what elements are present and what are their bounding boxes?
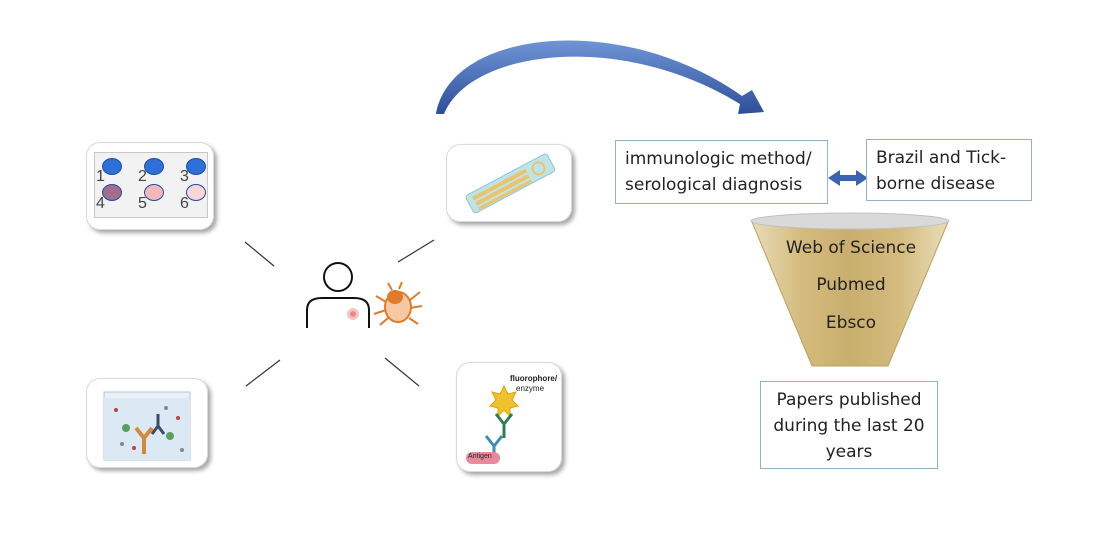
antibody-diagram-icon — [466, 384, 519, 464]
plate-label-4: 4 — [96, 195, 105, 212]
database-ebsco: Ebsco — [825, 313, 877, 333]
test-strip-icon — [465, 153, 556, 214]
dot-2 — [144, 158, 164, 175]
ifa-label-bottom: enzyme — [516, 384, 545, 393]
ifa-tile: fluorophore/ enzyme Antigen — [456, 362, 562, 472]
database-pubmed: Pubmed — [816, 275, 886, 295]
method-line-2: serological diagnosis — [625, 175, 803, 195]
double-arrow — [828, 170, 868, 186]
tick-icon — [373, 281, 423, 326]
solution-tile — [86, 378, 208, 468]
method-box: immunologic method/ serological diagnosi… — [615, 140, 828, 204]
method-line-1: immunologic method/ — [625, 149, 812, 169]
dot-1 — [102, 158, 122, 175]
plate-label-5: 5 — [138, 195, 147, 212]
plate-label-2: 2 — [138, 168, 147, 185]
lateral-flow-tile — [446, 144, 572, 222]
connector-line — [384, 357, 420, 387]
output-line-1: Papers published — [776, 390, 922, 410]
antigen-label: Antigen — [468, 453, 492, 460]
dot-4 — [102, 184, 122, 201]
plate-label-1: 1 — [96, 168, 105, 185]
output-line-2: during the last 20 — [773, 416, 925, 436]
plate-label-6: 6 — [180, 195, 189, 212]
topic-line-1: Brazil and Tick- — [876, 148, 1007, 168]
dot-plate-tile: 1 2 3 4 5 6 — [86, 142, 214, 230]
output-box: Papers published during the last 20 year… — [760, 381, 938, 469]
connector-line — [245, 359, 281, 387]
ifa-label-top: fluorophore/ — [510, 374, 558, 383]
patient-icon — [306, 262, 370, 328]
dot-5 — [144, 184, 164, 201]
funnel — [750, 212, 950, 367]
database-web-of-science: Web of Science — [785, 238, 917, 258]
plate-label-3: 3 — [180, 168, 189, 185]
output-line-3: years — [825, 442, 873, 462]
dot-3 — [186, 158, 206, 175]
topic-line-2: borne disease — [876, 174, 996, 194]
dot-6 — [186, 184, 206, 201]
topic-box: Brazil and Tick- borne disease — [866, 139, 1032, 201]
connector-line — [244, 241, 275, 267]
curved-arrow-shape — [436, 40, 764, 114]
solution-well-icon — [103, 391, 191, 461]
connector-line — [397, 239, 435, 263]
